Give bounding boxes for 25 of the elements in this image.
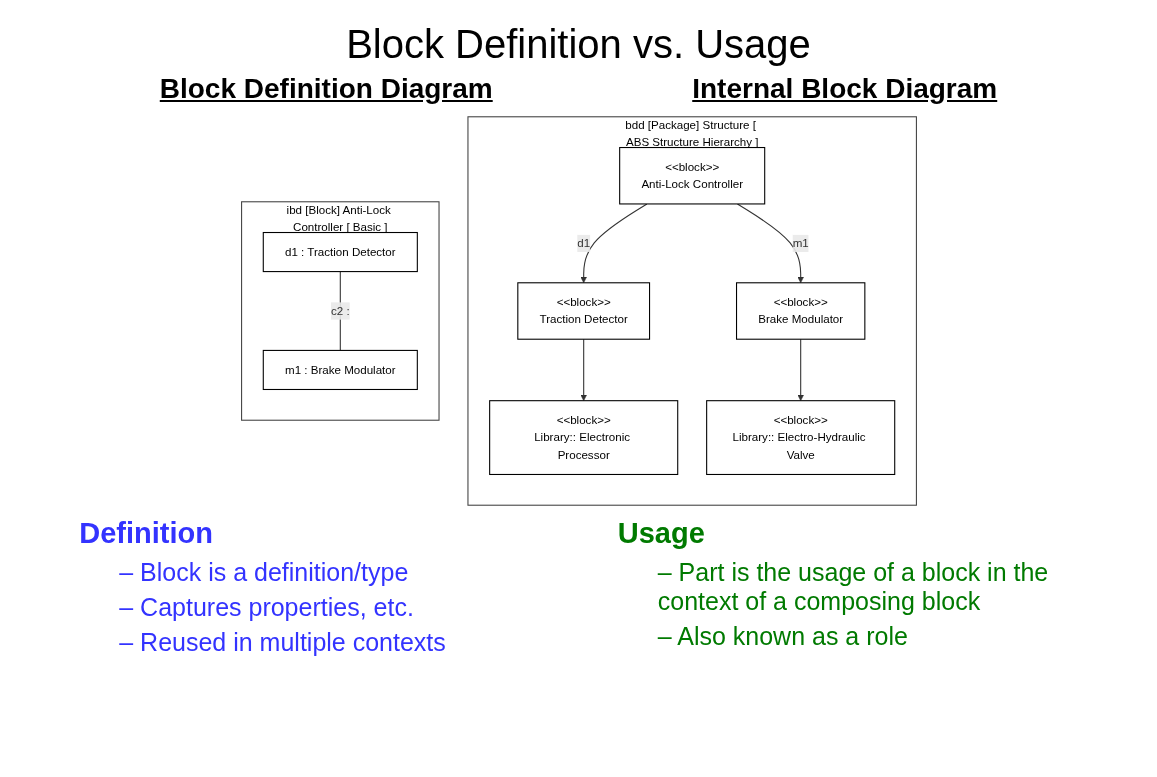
- node-box: <<block>> Library:: Electronic Processor: [488, 400, 678, 475]
- arrow: [736, 203, 804, 284]
- bullet-point: – Also known as a role: [657, 622, 909, 651]
- arrow: [797, 338, 804, 401]
- node-box: <<block>> Anti-Lock Controller: [618, 147, 765, 205]
- section-heading: Block Definition Diagram: [159, 73, 493, 105]
- arrow: [580, 338, 587, 401]
- node-box: <<block>> Library:: Electro-Hydraulic Valve: [705, 400, 895, 475]
- node-box: m1 : Brake Modulator: [262, 349, 418, 391]
- node-box: <<block>> Brake Modulator: [735, 282, 865, 340]
- bullet-point: – Block is a definition/type: [119, 558, 410, 587]
- node-box: d1 : Traction Detector: [262, 232, 418, 273]
- bullet-point: – Part is the usage of a block in the context of a composing block: [657, 558, 1050, 616]
- section-heading: Usage: [617, 517, 706, 550]
- section-heading: Definition: [79, 517, 214, 550]
- section-heading: Internal Block Diagram: [692, 73, 998, 105]
- slide-title: Block Definition vs. Usage: [345, 22, 812, 67]
- bullet-point: – Reused in multiple contexts: [119, 628, 447, 657]
- node-box: <<block>> Traction Detector: [516, 282, 650, 340]
- bullet-point: – Captures properties, etc.: [119, 593, 415, 622]
- edge-label: c2 :: [330, 304, 350, 317]
- arrow: [580, 203, 647, 284]
- edge-label: m1: [792, 236, 809, 250]
- edge-label: d1: [576, 236, 590, 250]
- connector: [339, 271, 341, 351]
